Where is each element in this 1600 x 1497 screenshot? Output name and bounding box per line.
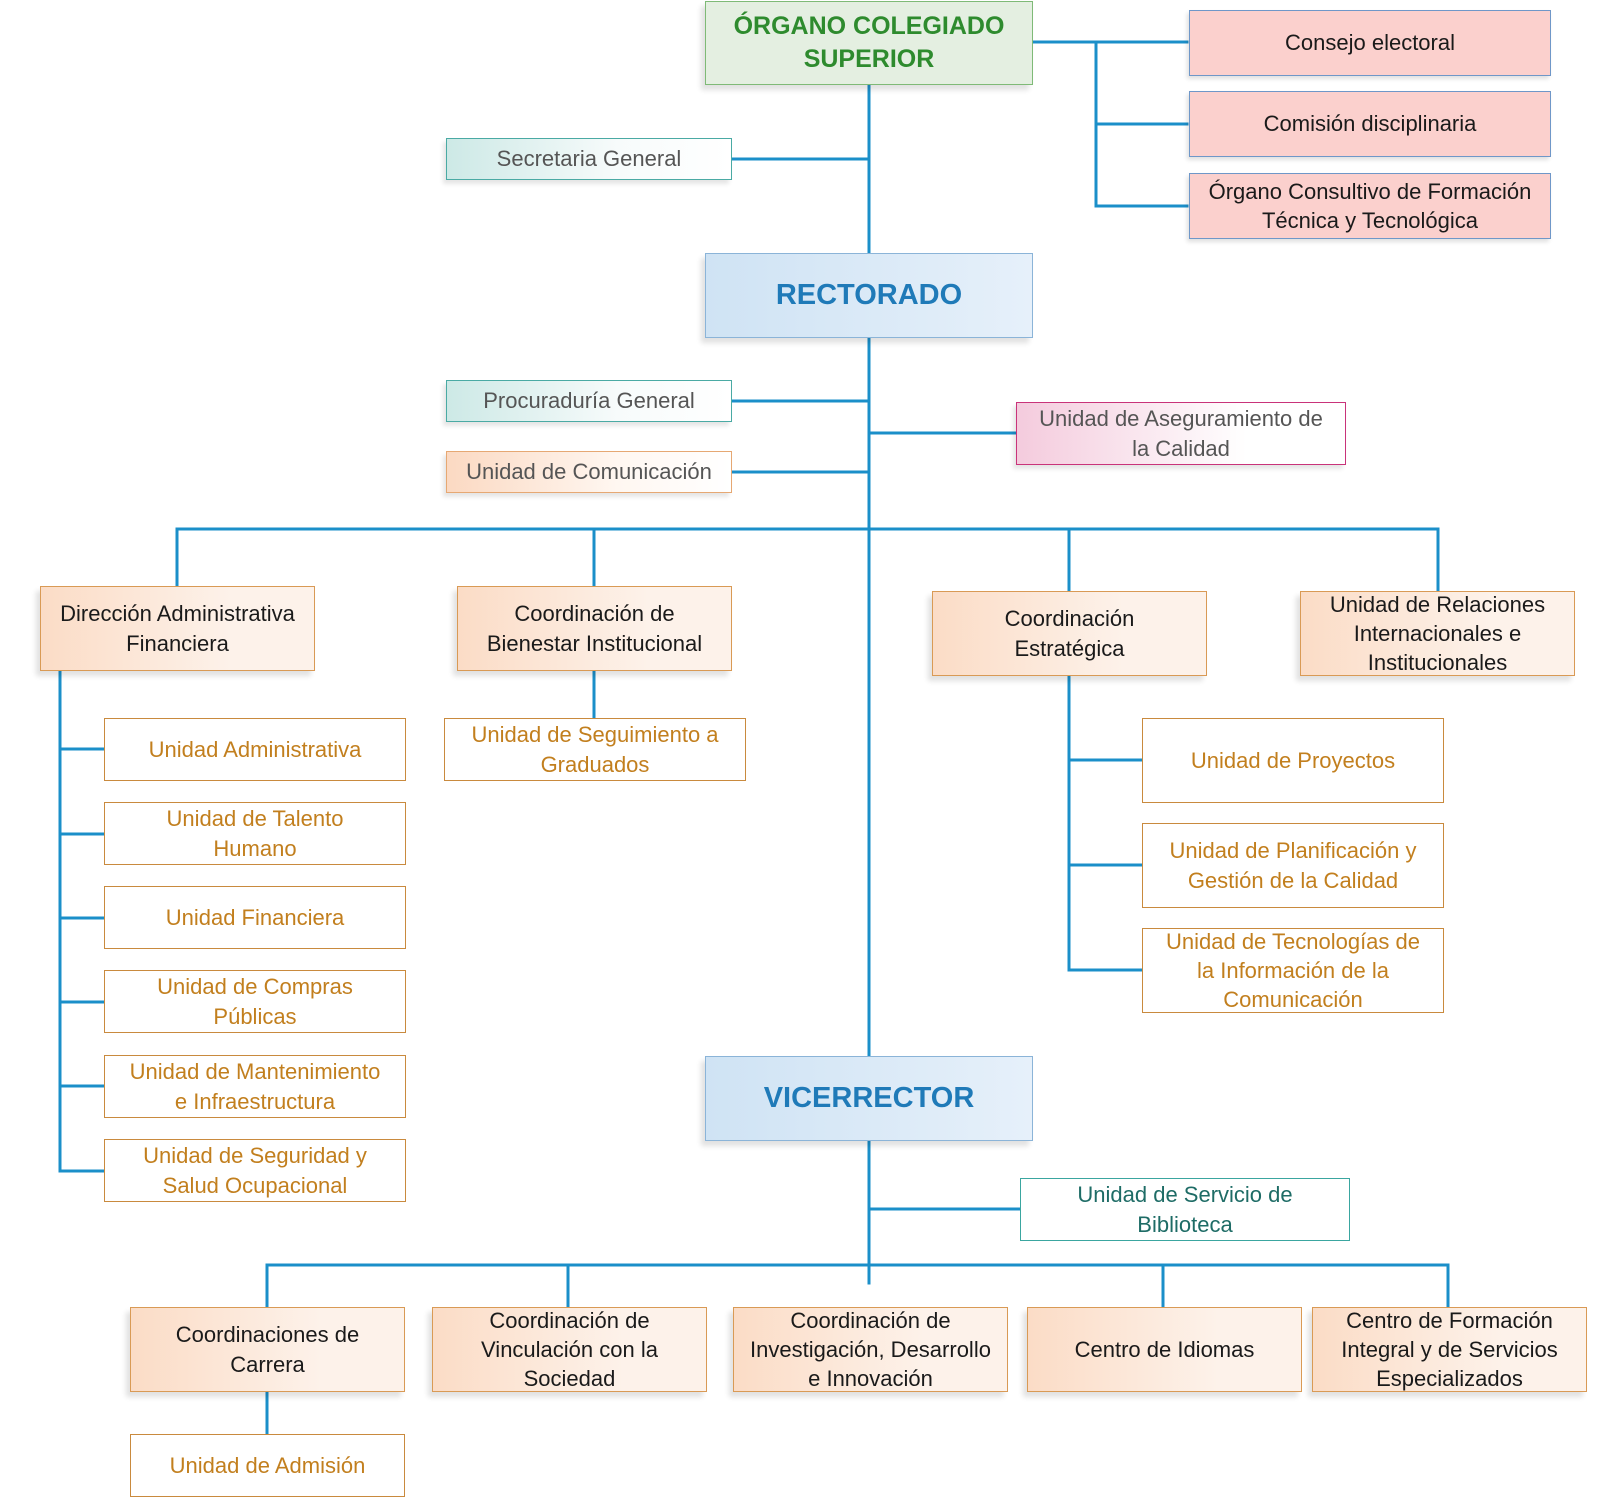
unidad-aseguramiento-box: Unidad de Aseguramiento de la Calidad xyxy=(1016,402,1346,465)
relaciones-internacionales-label: Unidad de Relaciones Internacionales e I… xyxy=(1329,591,1546,676)
secretaria-general-box: Secretaria General xyxy=(446,138,732,180)
unidad-admision-box: Unidad de Admisión xyxy=(130,1434,405,1497)
unidad-biblioteca-label: Unidad de Servicio de Biblioteca xyxy=(1077,1182,1293,1237)
unidad-administrativa-box: Unidad Administrativa xyxy=(104,718,406,781)
relaciones-internacionales-box: Unidad de Relaciones Internacionales e I… xyxy=(1300,591,1575,676)
direccion-administrativa-box: Dirección Administrativa Financiera xyxy=(40,586,315,671)
unidad-biblioteca-box: Unidad de Servicio de Biblioteca xyxy=(1020,1178,1350,1241)
organo-colegiado-superior-box: ÓRGANO COLEGIADO SUPERIOR xyxy=(705,1,1033,85)
organo-consultivo-label: Órgano Consultivo de Formación Técnica y… xyxy=(1208,178,1532,233)
unidad-seguimiento-graduados-box: Unidad de Seguimiento a Graduados xyxy=(444,718,746,781)
vicerrector-label: VICERRECTOR xyxy=(763,1082,975,1115)
organo-colegiado-superior-label: ÓRGANO COLEGIADO SUPERIOR xyxy=(733,12,1005,73)
comision-disciplinaria-label: Comisión disciplinaria xyxy=(1263,111,1477,137)
unidad-comunicacion-label: Unidad de Comunicación xyxy=(466,459,712,485)
unidad-financiera-label: Unidad Financiera xyxy=(165,904,345,930)
unidad-proyectos-label: Unidad de Proyectos xyxy=(1190,747,1396,773)
centro-idiomas-label: Centro de Idiomas xyxy=(1074,1336,1255,1362)
unidad-compras-publicas-box: Unidad de Compras Públicas xyxy=(104,970,406,1033)
coordinacion-investigacion-box: Coordinación de Investigación, Desarroll… xyxy=(733,1307,1008,1392)
unidad-mantenimiento-box: Unidad de Mantenimiento e Infraestructur… xyxy=(104,1055,406,1118)
unidad-seguridad-label: Unidad de Seguridad y Salud Ocupacional xyxy=(143,1143,367,1198)
secretaria-general-label: Secretaria General xyxy=(496,146,682,172)
coordinacion-estrategica-label: Coordinación Estratégica xyxy=(1004,606,1135,661)
unidad-compras-publicas-label: Unidad de Compras Públicas xyxy=(157,974,353,1029)
unidad-financiera-box: Unidad Financiera xyxy=(104,886,406,949)
centro-formacion-box: Centro de Formación Integral y de Servic… xyxy=(1312,1307,1587,1392)
procuraduria-general-box: Procuraduría General xyxy=(446,380,732,422)
unidad-tecnologias-label: Unidad de Tecnologías de la Información … xyxy=(1165,928,1420,1013)
coordinacion-bienestar-box: Coordinación de Bienestar Institucional xyxy=(457,586,732,671)
vicerrector-box: VICERRECTOR xyxy=(705,1056,1033,1141)
unidad-seguridad-box: Unidad de Seguridad y Salud Ocupacional xyxy=(104,1139,406,1202)
rectorado-label: RECTORADO xyxy=(775,279,963,312)
coordinacion-bienestar-label: Coordinación de Bienestar Institucional xyxy=(486,601,703,656)
coordinacion-vinculacion-label: Coordinación de Vinculación con la Socie… xyxy=(481,1307,658,1392)
unidad-talento-humano-label: Unidad de Talento Humano xyxy=(166,806,344,861)
coordinacion-investigacion-label: Coordinación de Investigación, Desarroll… xyxy=(750,1307,991,1392)
coordinacion-vinculacion-box: Coordinación de Vinculación con la Socie… xyxy=(432,1307,707,1392)
coordinaciones-carrera-box: Coordinaciones de Carrera xyxy=(130,1307,405,1392)
unidad-planificacion-box: Unidad de Planificación y Gestión de la … xyxy=(1142,823,1444,908)
direccion-administrativa-label: Dirección Administrativa Financiera xyxy=(60,601,295,656)
unidad-tecnologias-box: Unidad de Tecnologías de la Información … xyxy=(1142,928,1444,1013)
rectorado-box: RECTORADO xyxy=(705,253,1033,338)
unidad-planificacion-label: Unidad de Planificación y Gestión de la … xyxy=(1169,838,1417,893)
unidad-comunicacion-box: Unidad de Comunicación xyxy=(446,451,732,493)
unidad-seguimiento-graduados-label: Unidad de Seguimiento a Graduados xyxy=(471,722,719,777)
consejo-electoral-label: Consejo electoral xyxy=(1285,30,1455,56)
consejo-electoral-box: Consejo electoral xyxy=(1189,10,1551,76)
centro-formacion-label: Centro de Formación Integral y de Servic… xyxy=(1341,1307,1558,1392)
coordinacion-estrategica-box: Coordinación Estratégica xyxy=(932,591,1207,676)
unidad-administrativa-label: Unidad Administrativa xyxy=(148,736,362,762)
comision-disciplinaria-box: Comisión disciplinaria xyxy=(1189,91,1551,157)
coordinaciones-carrera-label: Coordinaciones de Carrera xyxy=(175,1322,360,1377)
unidad-proyectos-box: Unidad de Proyectos xyxy=(1142,718,1444,803)
unidad-mantenimiento-label: Unidad de Mantenimiento e Infraestructur… xyxy=(129,1059,381,1114)
centro-idiomas-box: Centro de Idiomas xyxy=(1027,1307,1302,1392)
organo-consultivo-box: Órgano Consultivo de Formación Técnica y… xyxy=(1189,173,1551,239)
unidad-talento-humano-box: Unidad de Talento Humano xyxy=(104,802,406,865)
procuraduria-general-label: Procuraduría General xyxy=(483,388,695,414)
unidad-admision-label: Unidad de Admisión xyxy=(169,1452,366,1478)
unidad-aseguramiento-label: Unidad de Aseguramiento de la Calidad xyxy=(1039,406,1323,461)
